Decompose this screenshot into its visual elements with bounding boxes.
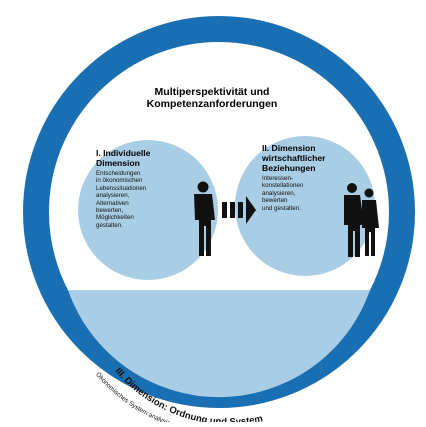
dimension-2-title-line: II. Dimension bbox=[262, 143, 316, 153]
dimension1-line: Entscheidungen bbox=[96, 170, 141, 177]
dimension-1-title: I. Individuelle Dimension bbox=[96, 148, 182, 168]
dimension-2-box: II. Dimension wirtschaftlicher Beziehung… bbox=[262, 143, 362, 212]
dimension2-line: analysieren, bbox=[262, 189, 296, 197]
arrow-icon bbox=[222, 196, 256, 224]
dimension1-line: analysieren, bbox=[96, 192, 130, 200]
dimension2-line: Interessen- bbox=[262, 175, 293, 182]
dimension2-line: bewerten bbox=[262, 197, 288, 205]
dimension-1-title-line: I. Individuelle bbox=[96, 148, 151, 158]
dimension2-line: konstellationen bbox=[262, 182, 304, 190]
dimension2-line: und gestalten. bbox=[262, 204, 301, 212]
dimension1-line: Lebenssituationen bbox=[96, 184, 147, 192]
dimension-2-title: II. Dimension wirtschaftlicher Beziehung… bbox=[262, 143, 362, 173]
title-line-1: Multiperspektivität und bbox=[154, 86, 270, 98]
dimension-1-title-line: Dimension bbox=[96, 158, 140, 168]
title-line-2: Kompetenzanforderungen bbox=[146, 98, 278, 110]
dimension1-line: bewerten, bbox=[96, 207, 124, 215]
dimension-2-title-line: wirtschaftlicher bbox=[262, 153, 326, 163]
dimension1-line: Möglichkeiten bbox=[96, 214, 134, 222]
couple-silhouette-icon bbox=[344, 183, 379, 257]
lower-band bbox=[68, 290, 370, 398]
dimension1-line: gestalten. bbox=[96, 221, 123, 229]
right-circle bbox=[235, 136, 375, 276]
dimension-1-box: I. Individuelle Dimension Entscheidungen… bbox=[96, 148, 182, 229]
dimension-2-title-line: Beziehungen bbox=[262, 163, 316, 173]
person-silhouette-icon bbox=[194, 181, 215, 256]
dimension1-line: in ökonomischen bbox=[96, 177, 143, 185]
dimension1-line: Alternativen bbox=[96, 199, 129, 207]
diagram-title: Multiperspektivität und Kompetenzanforde… bbox=[112, 86, 312, 110]
left-circle bbox=[78, 140, 218, 280]
